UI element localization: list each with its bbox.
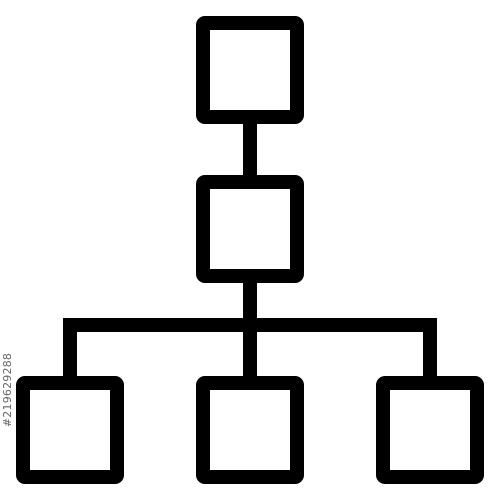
watermark-id-text: #219629288 bbox=[1, 352, 14, 428]
node-left-child bbox=[16, 376, 124, 484]
node-middle bbox=[196, 175, 304, 283]
node-center-child bbox=[196, 376, 304, 484]
node-right-child bbox=[376, 376, 484, 484]
node-root bbox=[196, 16, 304, 124]
